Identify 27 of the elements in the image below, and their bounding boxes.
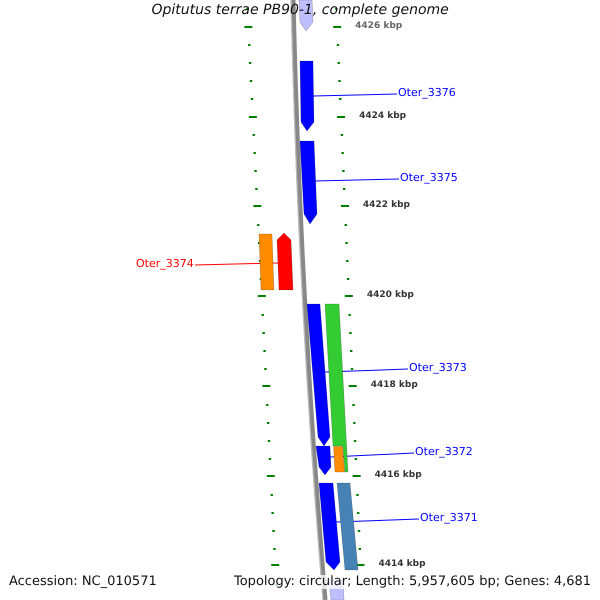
- gene-block: [300, 60, 314, 132]
- gene-block: [276, 232, 294, 290]
- gene-label: Oter_3374: [136, 258, 194, 270]
- gene-block: [324, 304, 348, 472]
- scale-label: 4426 kbp: [355, 22, 402, 32]
- gene-label: Oter_3375: [400, 172, 458, 184]
- scale-label: 4416 kbp: [374, 471, 422, 481]
- gene-block: [316, 446, 332, 476]
- gene-label: Oter_3371: [420, 512, 478, 524]
- leader-line: [315, 178, 400, 182]
- scale-label: 4422 kbp: [362, 201, 410, 211]
- scale-label: 4424 kbp: [359, 112, 406, 122]
- scale-label: 4420 kbp: [366, 291, 414, 301]
- scale-label: 4418 kbp: [370, 381, 418, 391]
- gene-block: [258, 234, 274, 290]
- leader-line: [313, 94, 398, 96]
- diagram-title: Opitutus terrae PB90-1, complete genome: [152, 2, 449, 18]
- gene-label: Oter_3376: [398, 87, 456, 100]
- gene-label: Oter_3372: [415, 446, 473, 458]
- gene-block: [336, 482, 358, 570]
- gene-block: [318, 482, 340, 570]
- accession-text: Accession: NC_010571: [9, 575, 157, 590]
- gene-block: [333, 446, 345, 472]
- gene-block: [300, 140, 318, 225]
- gene-label: Oter_3373: [409, 362, 467, 374]
- scale-label: 4414 kbp: [378, 560, 426, 570]
- genome-info-text: Topology: circular; Length: 5,957,605 bp; Genes: 4,681: [234, 575, 592, 590]
